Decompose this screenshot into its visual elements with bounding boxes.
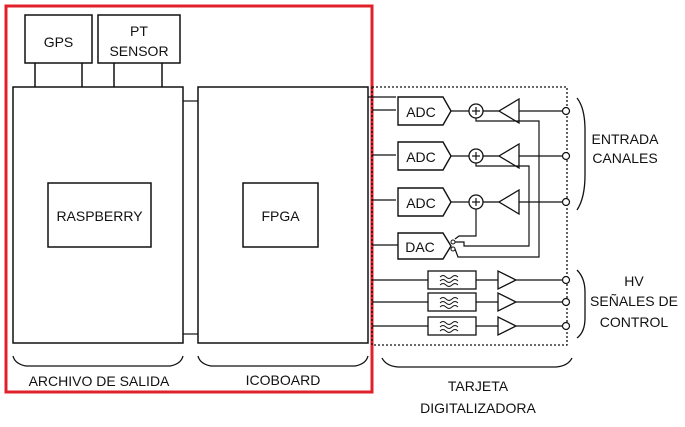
adc-label-1: ADC [406, 104, 436, 120]
adc-channel-2: ADC [397, 141, 571, 171]
dac-feedback-wires [454, 118, 540, 258]
fpga-label: FPGA [261, 208, 300, 224]
adc-label-2: ADC [406, 149, 436, 165]
gps-block [24, 14, 93, 64]
raspberry-label: RASPBERRY [56, 208, 143, 224]
archivo-label: ARCHIVO DE SALIDA [29, 373, 170, 389]
tarjeta-label-line2: DIGITALIZADORA [420, 400, 536, 416]
hv-control-row-1 [427, 269, 571, 291]
icoboard-label: ICOBOARD [246, 372, 321, 388]
hv-label-line1: HV [624, 273, 644, 289]
pt-sensor-block [97, 14, 181, 64]
adc-channel-3: ADC [397, 187, 571, 217]
adc-label-3: ADC [406, 195, 436, 211]
icoboard-brace [197, 355, 369, 367]
board-connector [183, 100, 198, 335]
tarjeta-brace [381, 357, 573, 368]
fpga-block [242, 182, 319, 248]
archivo-brace [12, 355, 184, 367]
pt-sensor-label-line2: SENSOR [109, 43, 168, 59]
entrada-label-line2: CANALES [592, 150, 657, 166]
tarjeta-label-line1: TARJETA [448, 378, 509, 394]
entrada-brace [576, 97, 586, 211]
hv-brace [576, 269, 586, 339]
adc-channel-1: ADC [397, 96, 571, 126]
tarjeta-frame [371, 86, 568, 346]
hv-label-line2: SEÑALES DE [590, 293, 678, 309]
hv-control-row-2 [427, 291, 571, 313]
dac-label: DAC [405, 239, 435, 255]
sensor-connectors [34, 63, 163, 87]
hv-label-line3: CONTROL [600, 314, 669, 330]
raspberry-block [47, 182, 152, 248]
pt-sensor-label-line1: PT [130, 23, 148, 39]
bus-lines [368, 96, 428, 327]
dac-block: DAC [397, 232, 456, 260]
entrada-label-line1: ENTRADA [592, 131, 660, 147]
gps-label: GPS [44, 34, 74, 50]
hv-control-row-3 [427, 315, 571, 337]
